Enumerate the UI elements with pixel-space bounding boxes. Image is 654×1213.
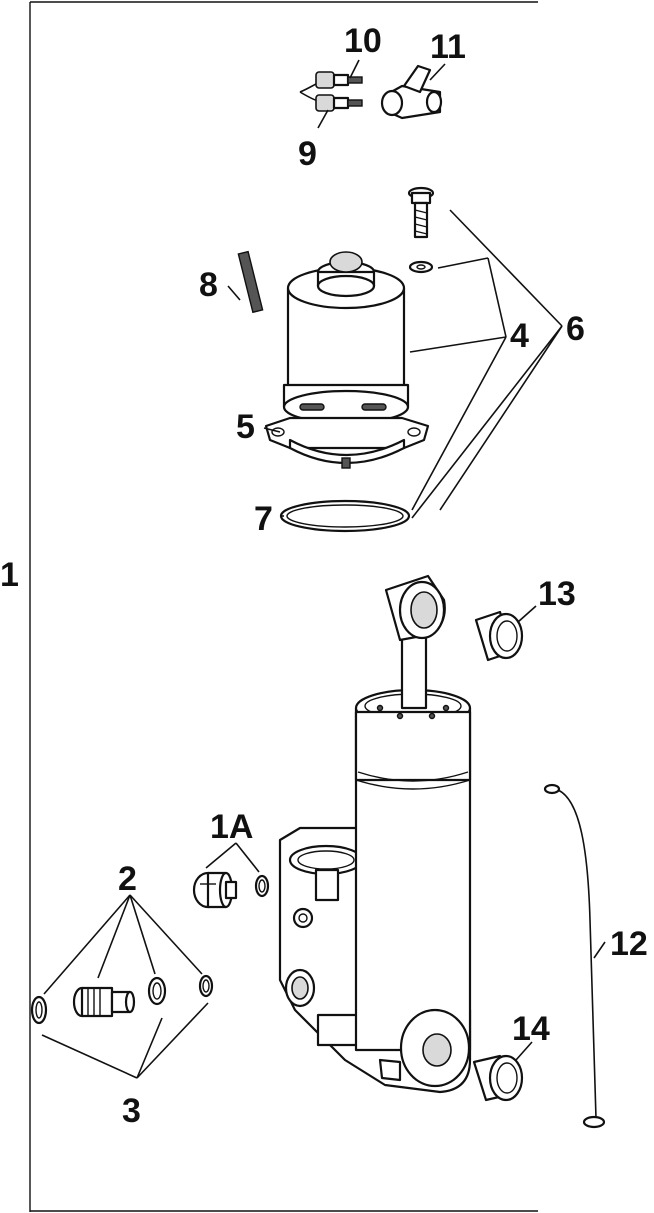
lock-washer (408, 260, 434, 274)
callout-7: 7 (254, 500, 273, 538)
lower-bushing (472, 1054, 524, 1102)
motor-o-ring (279, 499, 411, 533)
callout-3: 3 (122, 1092, 141, 1130)
electric-motor (282, 251, 410, 425)
valve-o-ring-middle (147, 976, 167, 1006)
wire-clamp (380, 64, 443, 120)
motor-harness-wire (226, 79, 326, 391)
callout-2: 2 (118, 860, 137, 898)
callout-4: 4 (510, 317, 529, 355)
leader-lines (41, 59, 606, 1079)
callout-12: 12 (610, 925, 648, 963)
ground-strap (543, 783, 606, 1129)
callout-labels: 1 1A 2 3 4 5 6 7 8 9 10 11 12 13 14 (0, 22, 648, 1130)
callout-13: 13 (538, 575, 576, 613)
bullet-connector-lower (315, 94, 363, 112)
callout-1a: 1A (210, 808, 253, 846)
mounting-screw (407, 186, 435, 239)
callout-6: 6 (566, 310, 585, 348)
callout-14: 14 (512, 1010, 550, 1048)
valve-o-ring-right (198, 974, 214, 998)
callout-10: 10 (344, 22, 382, 60)
callout-9: 9 (298, 135, 317, 173)
callout-8: 8 (199, 266, 218, 304)
motor-flange (264, 416, 430, 469)
upper-bushing (474, 610, 524, 662)
fill-plug-o-ring (254, 874, 270, 898)
manual-release-valve (72, 986, 136, 1018)
bullet-connector-upper (315, 71, 363, 89)
callout-11: 11 (430, 28, 466, 66)
assembly-frame (29, 1, 538, 1212)
valve-o-ring-left (30, 995, 48, 1025)
fill-plug (192, 871, 238, 909)
callout-5: 5 (236, 408, 255, 446)
callout-1: 1 (0, 556, 19, 594)
trim-cylinder-assembly (278, 574, 472, 1094)
